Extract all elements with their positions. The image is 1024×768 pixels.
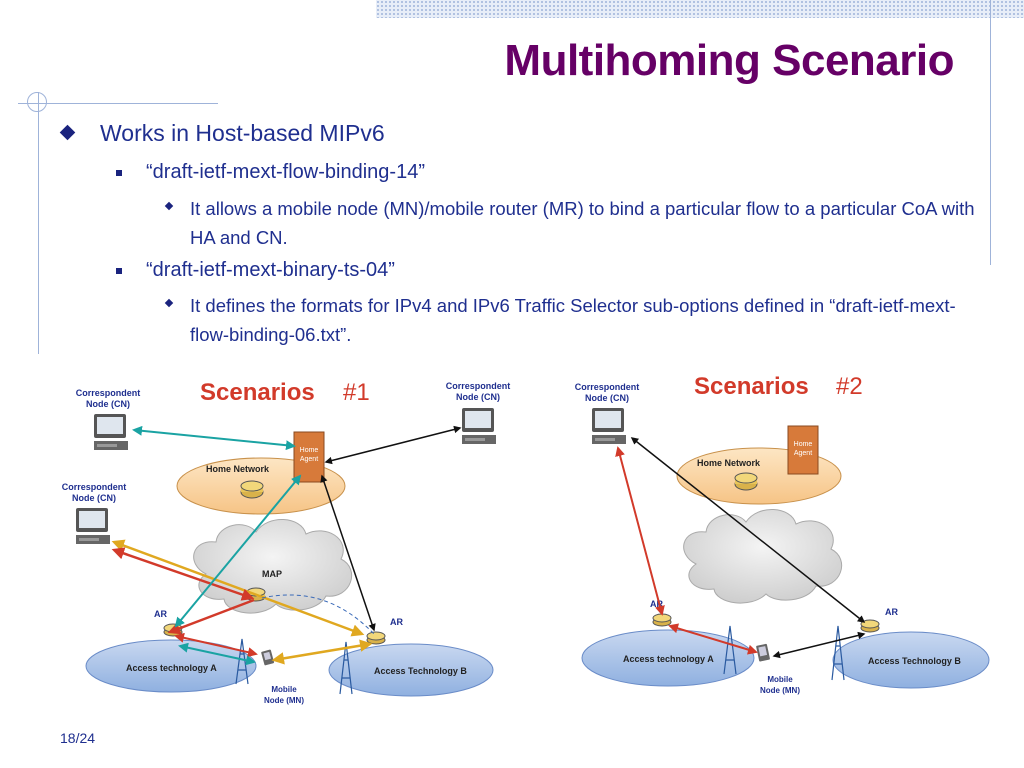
cn2-label-line1: Correspondent [62,482,127,492]
s2-ar-right-label: AR [885,607,898,617]
s2-arrow-ar-right-mn-black [772,631,866,659]
arrow-ar-left-mn-teal [178,642,256,666]
bullet-level3-binary-ts-desc: It defines the formats for IPv4 and IPv6… [164,291,991,349]
decor-line-right [990,0,991,265]
map-label: MAP [262,569,282,579]
home-agent-label-line1: Home [300,447,319,454]
ar-right-label: AR [390,617,403,627]
computer-icon [592,408,626,444]
s2-cloud [683,509,843,604]
square-bullet-icon [116,170,122,176]
arrow-cn1-ha [132,425,296,451]
cn1-label-line2: Node (CN) [86,399,130,409]
cn3-label-line2: Node (CN) [456,392,500,402]
s2-cn-label-line2: Node (CN) [585,393,629,403]
s2-home-agent-label-line1: Home [794,441,813,448]
router-icon [734,472,758,491]
diamond-bullet-icon [59,124,76,141]
router-icon [652,613,672,627]
s2-arrow-cn-ar-left-red [615,446,665,616]
computer-icon [76,508,110,544]
s2-access-tech-a-label: Access technology A [623,654,714,664]
scenario2-title-num: #2 [836,373,863,400]
s2-ar-left-label: AR [650,599,663,609]
slide-title: Multihoming Scenario [504,36,954,85]
scenario1-title-num: #1 [343,379,370,406]
s2-mn-label-line1: Mobile [767,675,793,684]
square-bullet-icon [116,268,122,274]
decor-circle [27,92,47,112]
bullet-level2-binary-ts: “draft-ietf-mext-binary-ts-04” [116,259,395,282]
cn2-label-line2: Node (CN) [72,493,116,503]
access-tech-a-label: Access technology A [126,663,217,673]
computer-icon [462,408,496,444]
ar-left-label: AR [154,609,167,619]
scenario1-title-word: Scenarios [200,379,315,406]
s2-mobile-node-icon [756,643,770,662]
cn3-label-line1: Correspondent [446,381,511,391]
home-agent-server-icon [293,431,325,483]
small-diamond-bullet-icon [164,201,174,211]
mn-label-line2: Node (MN) [264,696,304,705]
bullet-level2-flow-binding: “draft-ietf-mext-flow-binding-14” [116,161,425,184]
arrow-ha-cn3 [324,425,462,465]
small-diamond-bullet-icon [164,298,174,308]
decor-line-horizontal [18,103,218,104]
arrow-ha-ar-left-teal [174,474,302,628]
decor-line-left [38,92,39,354]
bullet-level3-flow-binding-desc: It allows a mobile node (MN)/mobile rout… [164,194,986,252]
scenario-2: Scenarios #2 Correspondent Node (CN) Hom… [575,373,990,695]
router-icon [240,480,264,499]
arrow-map-ar-left-red [167,598,255,635]
bullet-level1: Works in Host-based MIPv6 [59,120,385,147]
mobile-node-icon [261,649,275,666]
scenarios-diagram: Scenarios #1 Correspondent Node (CN) Cor… [62,373,990,705]
dashed-path-map-ar [261,594,375,635]
computer-icon [94,414,128,450]
header-pattern [376,0,1024,18]
access-tech-b-label: Access Technology B [374,666,467,676]
scenario-1: Scenarios #1 Correspondent Node (CN) Cor… [62,379,511,705]
scenario2-title-word: Scenarios [694,373,809,400]
s2-arrow-cn-ar-right-black [630,437,866,623]
cn1-label-line1: Correspondent [76,388,141,398]
arrow-ha-ar-right-black [320,474,376,632]
s2-access-tech-b-label: Access Technology B [868,656,961,666]
mn-label-line1: Mobile [271,685,297,694]
s2-home-agent-label-line2: Agent [794,450,812,457]
home-network-label: Home Network [206,464,270,474]
page-number: 18/24 [60,730,96,746]
s2-mn-label-line2: Node (MN) [760,686,800,695]
router-icon [860,619,880,633]
router-icon [366,631,386,645]
s2-cn-label-line1: Correspondent [575,382,640,392]
map-cloud [193,519,353,614]
arrow-ar-right-mn-gold [271,639,373,665]
s2-access-tech-b-ellipse [832,631,990,689]
s2-arrow-ar-left-mn-red [668,623,758,655]
home-agent-label-line2: Agent [300,456,318,463]
s2-home-network-label: Home Network [697,458,761,468]
